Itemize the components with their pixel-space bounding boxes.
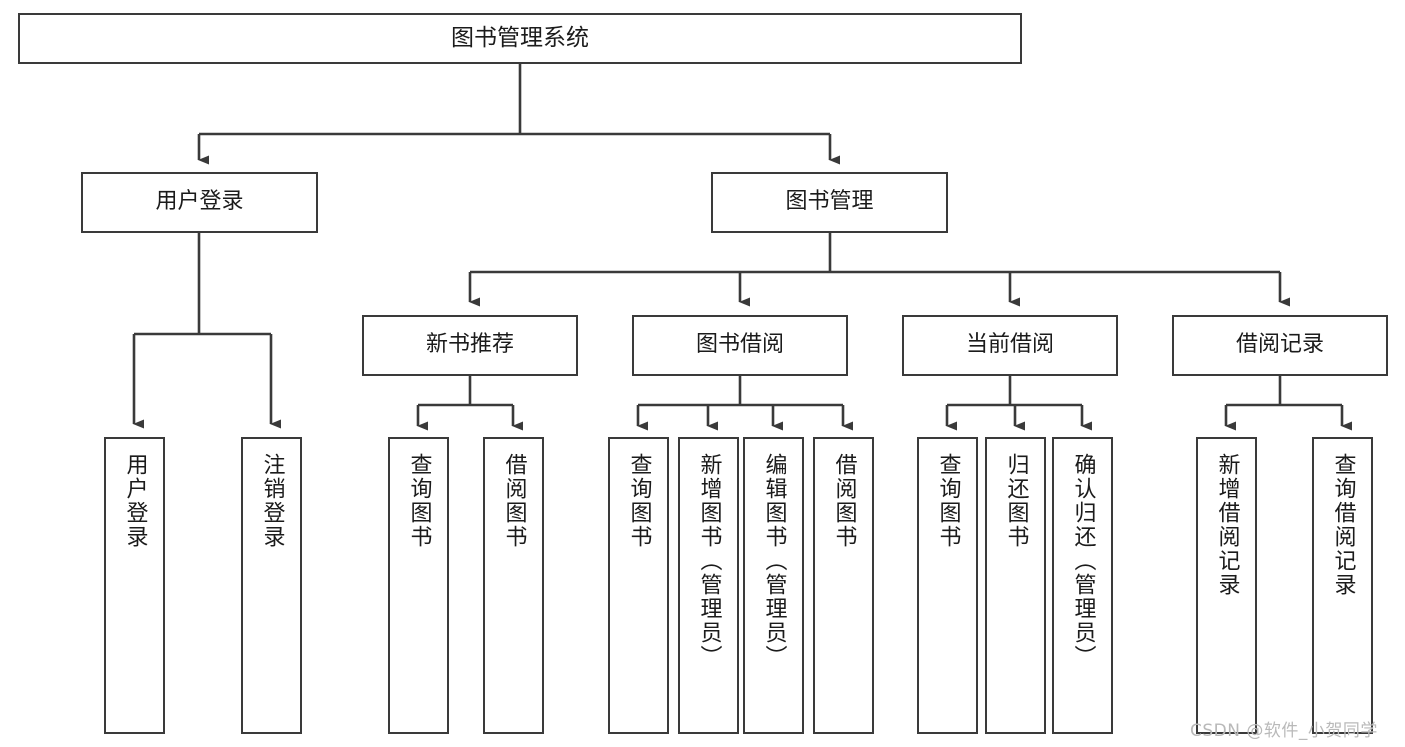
leaf-label: 用户登录 <box>122 453 148 549</box>
leaf-current-borrow-confirm-return-admin[interactable]: 确认归还（管理员） <box>1052 437 1113 734</box>
leaf-user-login-logout[interactable]: 注销登录 <box>241 437 302 734</box>
leaf-book-borrow-borrow-book[interactable]: 借阅图书 <box>813 437 874 734</box>
leaf-book-borrow-add-book-admin[interactable]: 新增图书（管理员） <box>678 437 739 734</box>
leaf-user-login-login[interactable]: 用户登录 <box>104 437 165 734</box>
node-borrow-record[interactable]: 借阅记录 <box>1172 315 1388 376</box>
node-book-borrow[interactable]: 图书借阅 <box>632 315 848 376</box>
node-root-book-management-system[interactable]: 图书管理系统 <box>18 13 1022 64</box>
node-book-borrow-label: 图书借阅 <box>695 332 784 358</box>
node-new-book-recommend[interactable]: 新书推荐 <box>362 315 578 376</box>
csdn-watermark: CSDN @软件_小贺同学 <box>1190 721 1378 741</box>
leaf-label: 查询借阅记录 <box>1330 453 1356 597</box>
node-book-management-label: 图书管理 <box>785 189 874 215</box>
leaf-label: 借阅图书 <box>501 453 527 549</box>
leaf-label: 查询图书 <box>626 453 652 549</box>
leaf-book-borrow-edit-book-admin[interactable]: 编辑图书（管理员） <box>743 437 804 734</box>
leaf-label: 新增借阅记录 <box>1214 453 1240 597</box>
leaf-new-book-borrow-book[interactable]: 借阅图书 <box>483 437 544 734</box>
leaf-label: 确认归还（管理员） <box>1070 453 1096 669</box>
leaf-new-book-query-book[interactable]: 查询图书 <box>388 437 449 734</box>
leaf-label: 归还图书 <box>1003 453 1029 549</box>
node-user-login[interactable]: 用户登录 <box>81 172 318 233</box>
leaf-book-borrow-query-book[interactable]: 查询图书 <box>608 437 669 734</box>
node-root-label: 图书管理系统 <box>451 24 589 51</box>
leaf-current-borrow-return-book[interactable]: 归还图书 <box>985 437 1046 734</box>
node-new-book-recommend-label: 新书推荐 <box>425 332 514 358</box>
leaf-label: 新增图书（管理员） <box>696 453 722 669</box>
leaf-label: 查询图书 <box>406 453 432 549</box>
leaf-borrow-record-add-record[interactable]: 新增借阅记录 <box>1196 437 1257 734</box>
node-user-login-label: 用户登录 <box>155 189 244 215</box>
node-borrow-record-label: 借阅记录 <box>1235 332 1324 358</box>
leaf-label: 注销登录 <box>259 453 285 549</box>
leaf-label: 编辑图书（管理员） <box>761 453 787 669</box>
leaf-borrow-record-query-record[interactable]: 查询借阅记录 <box>1312 437 1373 734</box>
node-current-borrow[interactable]: 当前借阅 <box>902 315 1118 376</box>
node-book-management[interactable]: 图书管理 <box>711 172 948 233</box>
leaf-current-borrow-query-book[interactable]: 查询图书 <box>917 437 978 734</box>
leaf-label: 查询图书 <box>935 453 961 549</box>
node-current-borrow-label: 当前借阅 <box>965 332 1054 358</box>
leaf-label: 借阅图书 <box>831 453 857 549</box>
